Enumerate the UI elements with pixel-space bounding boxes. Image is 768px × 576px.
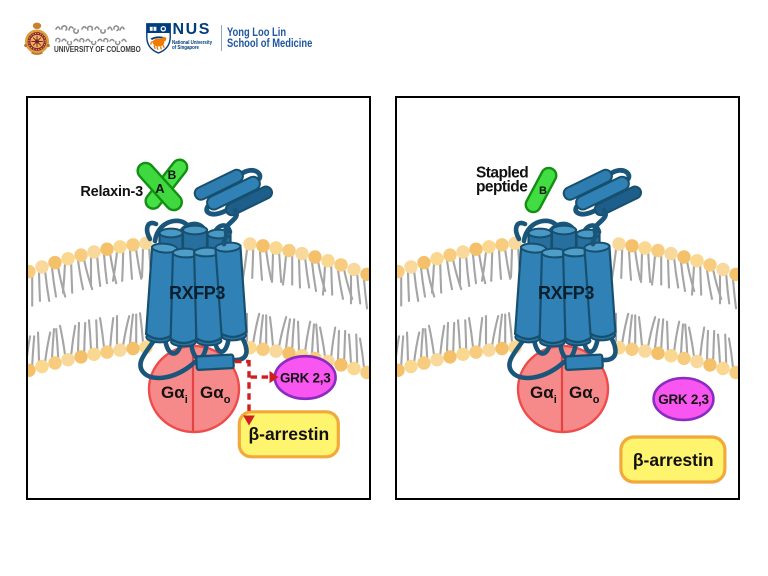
svg-text:Gαo: Gαo	[569, 383, 600, 406]
svg-text:RXFP3: RXFP3	[538, 283, 594, 303]
svg-text:Gαi: Gαi	[161, 383, 188, 406]
svg-text:β-arrestin: β-arrestin	[633, 450, 714, 470]
svg-text:peptide: peptide	[476, 179, 528, 196]
svg-text:B: B	[539, 185, 547, 197]
svg-text:Relaxin-3: Relaxin-3	[80, 184, 143, 200]
svg-text:Stapled: Stapled	[476, 165, 528, 182]
svg-text:A: A	[155, 181, 165, 196]
svg-text:Gαo: Gαo	[200, 383, 231, 406]
svg-text:β-arrestin: β-arrestin	[248, 424, 329, 444]
svg-text:GRK 2,3: GRK 2,3	[280, 371, 331, 386]
svg-text:Gαi: Gαi	[530, 383, 557, 406]
svg-text:GRK 2,3: GRK 2,3	[658, 392, 709, 407]
svg-text:B: B	[168, 168, 177, 182]
svg-text:RXFP3: RXFP3	[169, 283, 225, 303]
